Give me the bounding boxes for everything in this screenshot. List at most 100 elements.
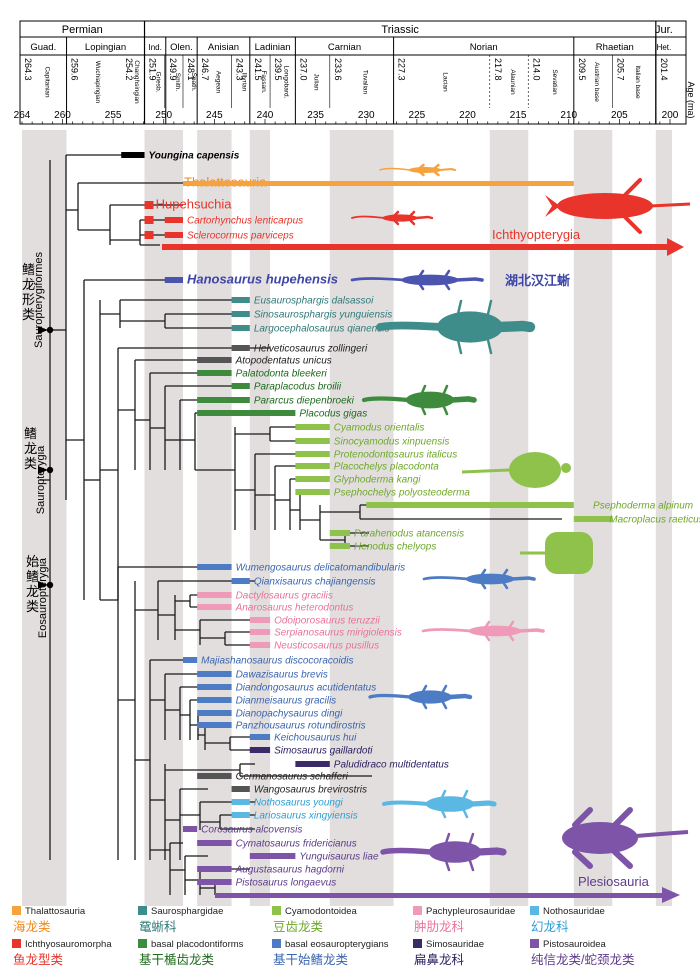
age-axis-tick-label: 205: [611, 110, 628, 121]
age-axis-tick-label: 255: [105, 110, 122, 121]
taxon-label: Dactylosaurus gracilis: [236, 591, 333, 602]
clade-label-chinese: 始鳍龙类: [26, 554, 39, 614]
legend-label-chinese: 豆齿龙类: [273, 920, 324, 934]
legend-swatch: [272, 906, 281, 915]
clade-pointer-arrow: [38, 466, 48, 474]
legend-swatch: [413, 939, 422, 948]
taxon-label: Serpianosaurus mirigiolensis: [274, 628, 402, 639]
taxon-range-bar: [231, 297, 250, 303]
arrow-label: Ichthyopterygia: [492, 227, 581, 242]
silhouette-limb: [431, 163, 440, 172]
taxon-range-bar: [197, 370, 232, 376]
taxon-label: Qianxisaurus chajiangensis: [254, 577, 376, 588]
silhouette-limb: [406, 210, 416, 220]
stage-age-number: 243.3: [235, 58, 245, 81]
age-axis-tick-label: 230: [358, 110, 375, 121]
taxon-label: Pistosaurus longaevus: [236, 878, 337, 889]
stage-label: Spath.: [190, 73, 197, 92]
silhouette-limb: [477, 577, 487, 590]
taxon-label: Hanosaurus hupehensis: [187, 272, 338, 287]
stage-age-number: 249.9: [168, 58, 178, 81]
stage-age-number: 233.6: [333, 58, 343, 81]
stage-age-number: 259.6: [70, 58, 80, 81]
silhouette-body: [437, 311, 503, 343]
age-axis-tick-label: 220: [459, 110, 476, 121]
taxon-label-chinese: 湖北汉江蜥: [505, 273, 570, 288]
legend-swatch: [413, 906, 422, 915]
taxon-range-bar: [231, 578, 250, 584]
legend-swatch: [530, 939, 539, 948]
stage-label: Changhsingian: [133, 60, 140, 104]
legend-label-english: Pistosauroidea: [543, 939, 607, 950]
taxon-range-bar: [249, 629, 271, 635]
stage-label: Fassan.: [260, 70, 267, 93]
silhouette-limb: [465, 832, 475, 854]
silhouette-head: [475, 847, 507, 856]
arrow-label: Plesiosauria: [578, 874, 650, 889]
stage-age-number: 214.0: [531, 58, 541, 81]
taxon-range-bar: [295, 476, 330, 482]
taxon-label: Macroplacus raeticus: [609, 515, 700, 526]
taxon-range-bar: [144, 216, 154, 224]
period-label: Jur.: [655, 24, 673, 36]
taxon-range-bar: [197, 564, 232, 570]
period-label: Triassic: [381, 24, 419, 36]
stage-band: [489, 130, 529, 906]
silhouette-limb: [417, 384, 427, 402]
stage-band: [655, 130, 673, 906]
dianmeisaurus-silhouette: [368, 684, 473, 710]
stage-label: Italian base: [634, 65, 641, 99]
taxon-range-bar: [231, 812, 250, 818]
stage-label: Sevatian: [551, 69, 558, 95]
silhouette-limb: [439, 384, 449, 402]
taxon-label: Corosaurus alcovensis: [201, 825, 302, 836]
largocephalosaurus-silhouette: [376, 299, 536, 355]
taxon-label: Youngina capensis: [149, 151, 240, 162]
taxon-range-bar: [197, 410, 296, 416]
taxon-label: Pararcus diepenbroeki: [254, 396, 355, 407]
taxon-range-bar: [573, 516, 613, 522]
taxon-label: Panzhousaurus rotundirostris: [236, 721, 366, 732]
silhouette-head: [447, 693, 473, 700]
stage-label: Capitanian: [43, 66, 50, 97]
taxon-label: Dianmeisaurus gracilis: [236, 696, 337, 707]
epoch-label: Norian: [470, 42, 498, 53]
stage-age-number: 209.5: [577, 58, 587, 81]
silhouette-head: [414, 215, 434, 220]
stage-label: Austrian base: [593, 62, 600, 102]
taxon-label: Paraplacodus broilii: [254, 382, 342, 393]
taxon-range-bar: [231, 345, 250, 351]
taxon-range-bar: [295, 451, 330, 457]
stage-band: [22, 130, 67, 906]
taxon-range-bar: [249, 642, 271, 648]
stage-label: Smith.: [174, 73, 181, 92]
plesiosauria-arrow-shaft: [215, 893, 665, 898]
silhouette-flipper: [623, 178, 642, 234]
taxon-label: Wangosaurus brevirostris: [254, 785, 367, 796]
stage-age-number: 205.7: [615, 58, 625, 81]
legend-swatch: [138, 939, 147, 948]
clade-node-marker: [46, 581, 54, 589]
legend-swatch: [12, 906, 21, 915]
silhouette-body: [382, 214, 418, 222]
silhouette-limb: [481, 629, 491, 642]
silhouette-head: [494, 320, 536, 333]
silhouette-tail: [382, 800, 430, 806]
silhouette-limb: [459, 789, 469, 806]
taxon-range-bar: [249, 853, 296, 859]
taxon-label: Psephochelys polyosteoderma: [334, 488, 471, 499]
legend-label-chinese: 肿肋龙科: [414, 919, 465, 934]
taxon-range-bar: [197, 671, 232, 677]
stage-age-number: 239.5: [273, 58, 283, 81]
silhouette-flipper: [572, 807, 633, 869]
silhouette-tail: [461, 468, 511, 474]
cartorhynchus-silhouette: [351, 210, 434, 226]
taxon-range-bar: [197, 697, 232, 703]
silhouette-body: [428, 841, 482, 863]
epoch-label: Carnian: [328, 42, 361, 53]
clade-label-english: Eosauropterygia: [37, 557, 49, 638]
taxon-label: Wumengosaurus delicatomandibularis: [236, 563, 406, 574]
taxon-label: Dianopachysaurus dingi: [236, 709, 344, 720]
silhouette-limb: [477, 568, 487, 581]
